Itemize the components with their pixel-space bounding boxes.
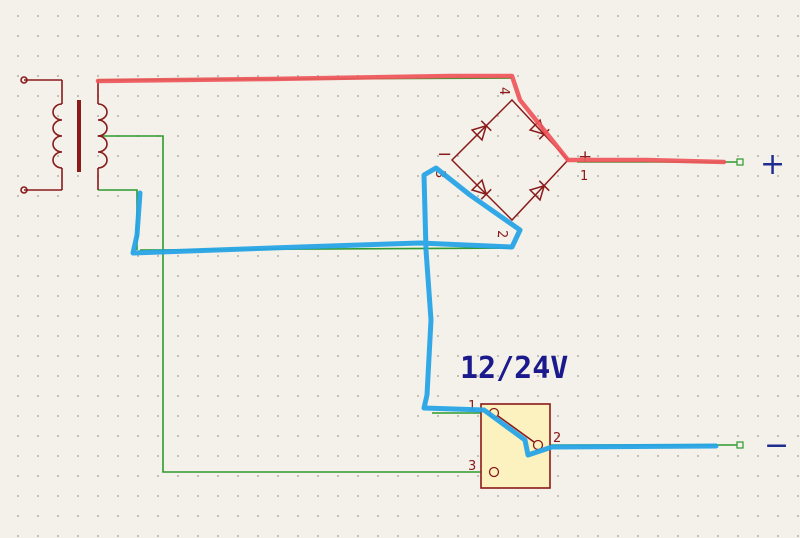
bridge-minus-mark: − (437, 144, 452, 165)
bridge-pin-labels: 4 3 1 2 − + (432, 87, 592, 238)
output-terminals: + − (736, 147, 789, 463)
switch-blade (497, 415, 535, 443)
minus-output-label: − (764, 428, 789, 463)
diode-top-left (470, 120, 492, 142)
plus-terminal (736, 158, 744, 166)
highlight-blue-negative-path (130, 165, 719, 458)
switch-pin-2-label: 2 (553, 431, 561, 446)
bridge-pin-1-label: 1 (580, 169, 588, 184)
plus-output-label: + (760, 147, 785, 182)
diode-bottom-right (528, 180, 550, 202)
bridge-pin-2-label: 2 (494, 230, 509, 238)
switch-pin-3-label: 3 (468, 459, 476, 474)
switch-pin-1-label: 1 (468, 399, 476, 414)
bridge-pin-4-label: 4 (496, 87, 511, 95)
switch-label: 12/24V (460, 351, 568, 386)
schematic-wires (97, 77, 737, 473)
switch-contact-3 (488, 466, 500, 478)
primary-terminal-top (20, 76, 28, 84)
minus-terminal (736, 441, 744, 449)
secondary-winding (97, 103, 108, 169)
bridge-outline (450, 98, 570, 222)
bridge-pin-3-label: 3 (432, 170, 447, 178)
bridge-rectifier (450, 98, 570, 222)
wire-secondary-bottom (98, 189, 138, 250)
transformer (20, 76, 108, 194)
bridge-plus-mark: + (578, 147, 592, 167)
diode-bottom-left (470, 178, 492, 200)
wire-secondary-center-tap (98, 135, 481, 473)
primary-winding (52, 103, 63, 169)
highlight-red-positive-path (95, 73, 727, 165)
primary-terminal-bottom (20, 186, 28, 194)
